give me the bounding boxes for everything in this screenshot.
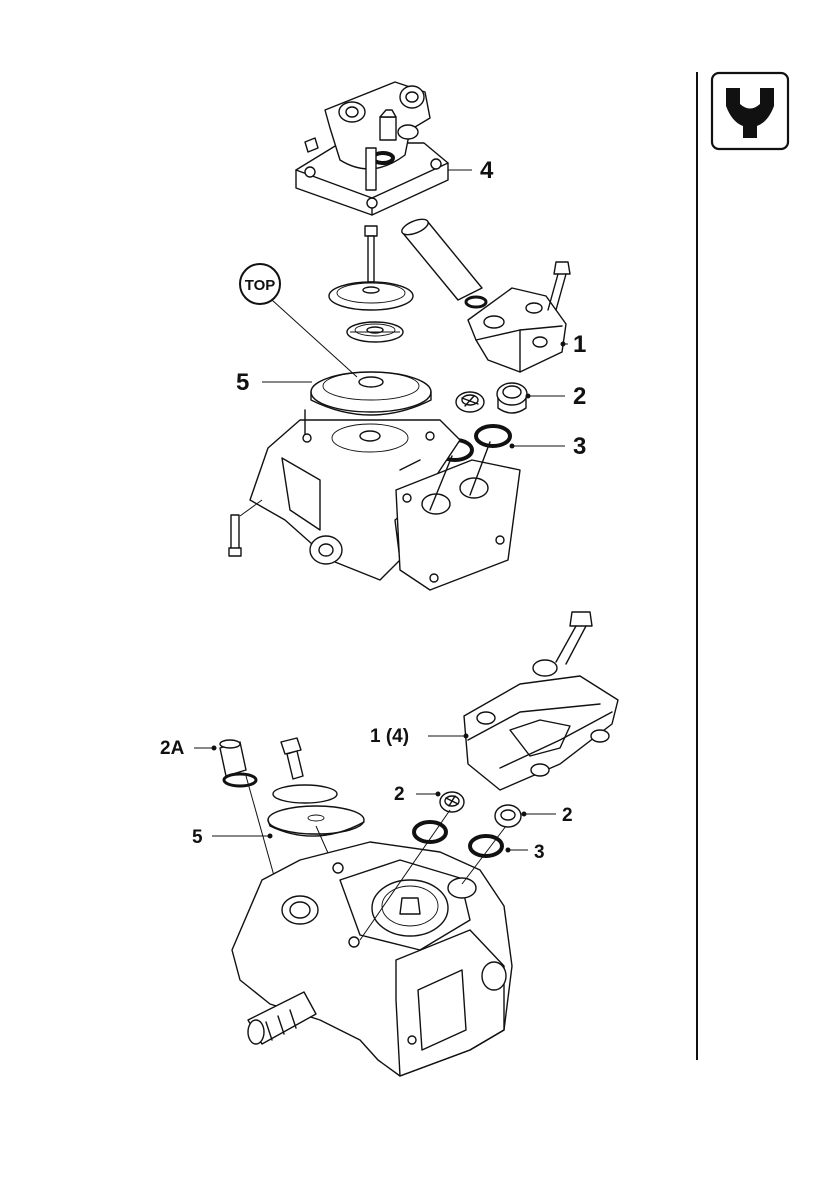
check-valve-left [456, 392, 484, 412]
callout-1: 1 [573, 331, 586, 358]
callout-2-left: 2 [394, 784, 405, 805]
spring-washer [347, 322, 403, 342]
callout-2: 2 [573, 383, 586, 410]
check-valve-bottom-right [495, 805, 521, 827]
valve-2a [220, 740, 278, 890]
top-badge: TOP [240, 264, 357, 377]
callout-5-bottom: 5 [192, 827, 203, 848]
callout-3-bottom: 3 [534, 842, 545, 863]
diaphragm-cup [329, 282, 413, 310]
check-valve-bottom-left [440, 792, 464, 812]
bolt-bottom [281, 738, 303, 779]
cover-bolt [556, 612, 592, 664]
valve-cover [468, 262, 570, 372]
callout-2a: 2A [160, 738, 185, 759]
bottom-assembly: 1 (4) 2A 2 2 3 5 [160, 612, 618, 1076]
callout-5: 5 [236, 369, 249, 396]
side-bolt [229, 500, 262, 556]
top-assembly: TOP [229, 82, 586, 590]
diaphragm [311, 372, 431, 415]
valve-head [296, 82, 448, 215]
long-bolt [365, 226, 377, 282]
callout-1-4: 1 (4) [370, 726, 409, 747]
callout-3: 3 [573, 433, 586, 460]
cover-bottom [464, 660, 618, 790]
pump-body-top [250, 410, 520, 590]
top-badge-label: TOP [245, 277, 276, 294]
check-valve-right [497, 383, 527, 413]
o-ring-right [476, 426, 510, 446]
callout-4: 4 [480, 157, 494, 184]
callout-2-right: 2 [562, 805, 573, 826]
wrench-icon [712, 73, 788, 149]
cup-bottom [273, 785, 337, 803]
